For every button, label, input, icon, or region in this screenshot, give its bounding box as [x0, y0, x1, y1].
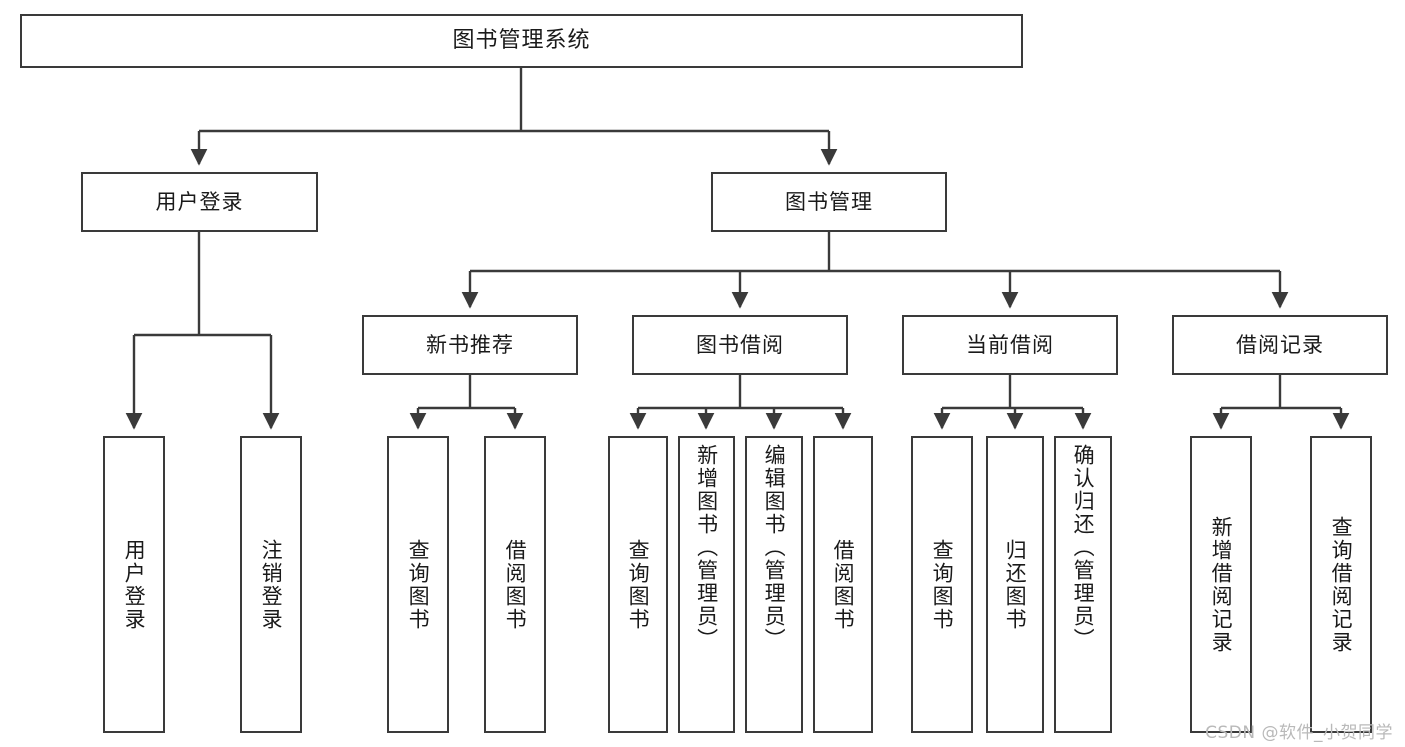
node-label: 新增借阅记录: [1209, 515, 1234, 654]
node-label: 图书管理系统: [452, 28, 591, 54]
leaf-confirm-return-admin[interactable]: 确认归还（管理员）: [1054, 436, 1112, 733]
node-label: 查询借阅记录: [1329, 515, 1354, 654]
node-label: 当前借阅: [966, 332, 1054, 357]
node-label: 新书推荐: [426, 332, 514, 357]
watermark: CSDN @软件_小贺同学: [1205, 723, 1393, 743]
node-root-system[interactable]: 图书管理系统: [20, 14, 1023, 68]
leaf-edit-book-admin[interactable]: 编辑图书（管理员）: [745, 436, 803, 733]
leaf-borrow-book[interactable]: 借阅图书: [813, 436, 873, 733]
node-label: 查询图书: [406, 538, 431, 631]
leaf-query-book-current[interactable]: 查询图书: [911, 436, 973, 733]
node-label: 图书借阅: [696, 332, 784, 357]
leaf-user-login[interactable]: 用户登录: [103, 436, 165, 733]
leaf-return-book[interactable]: 归还图书: [986, 436, 1044, 733]
node-label: 图书管理: [785, 189, 873, 214]
node-label: 用户登录: [122, 538, 147, 631]
node-label: 借阅图书: [503, 538, 528, 631]
node-label: 归还图书: [1003, 538, 1028, 631]
node-new-book-recommend[interactable]: 新书推荐: [362, 315, 578, 375]
node-label: 借阅记录: [1236, 332, 1324, 357]
leaf-user-logout[interactable]: 注销登录: [240, 436, 302, 733]
node-book-borrow[interactable]: 图书借阅: [632, 315, 848, 375]
leaf-borrow-book-recommend[interactable]: 借阅图书: [484, 436, 546, 733]
leaf-query-book-recommend[interactable]: 查询图书: [387, 436, 449, 733]
node-user-login[interactable]: 用户登录: [81, 172, 318, 232]
node-label: 用户登录: [155, 189, 244, 214]
node-label: 确认归还（管理员）: [1071, 444, 1096, 651]
leaf-add-borrow-record[interactable]: 新增借阅记录: [1190, 436, 1252, 733]
leaf-add-book-admin[interactable]: 新增图书（管理员）: [678, 436, 735, 733]
leaf-query-borrow-record[interactable]: 查询借阅记录: [1310, 436, 1372, 733]
node-label: 注销登录: [259, 538, 284, 631]
node-label: 新增图书（管理员）: [694, 444, 719, 651]
node-borrow-record[interactable]: 借阅记录: [1172, 315, 1388, 375]
node-book-management[interactable]: 图书管理: [711, 172, 947, 232]
node-label: 借阅图书: [831, 538, 856, 631]
node-label: 编辑图书（管理员）: [762, 444, 787, 651]
node-label: 查询图书: [930, 538, 955, 631]
node-label: 查询图书: [626, 538, 651, 631]
node-current-borrow[interactable]: 当前借阅: [902, 315, 1118, 375]
leaf-query-book-borrow[interactable]: 查询图书: [608, 436, 668, 733]
